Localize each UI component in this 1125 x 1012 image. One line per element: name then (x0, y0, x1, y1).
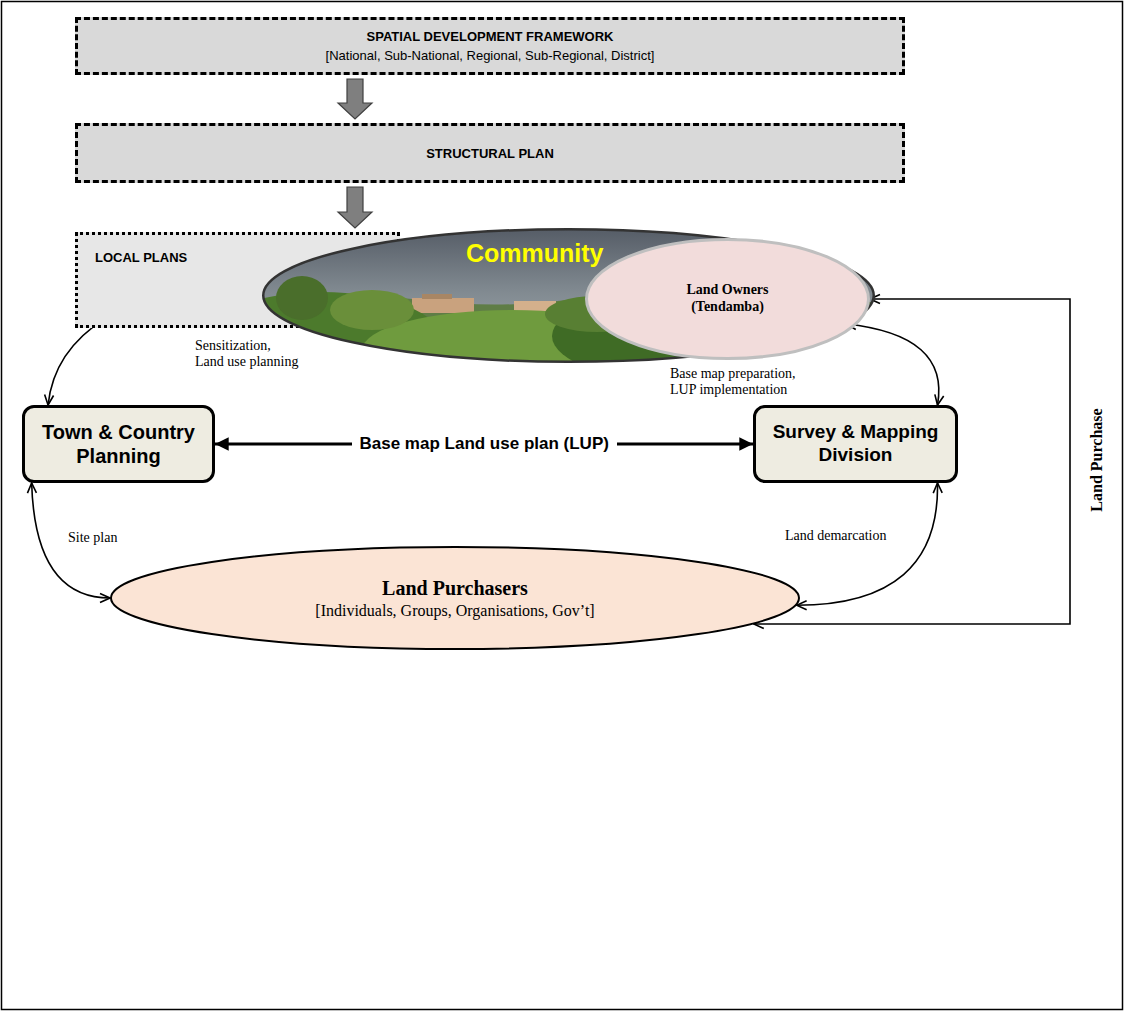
block-arrow (338, 187, 372, 228)
edge-label: Land Purchase (1087, 408, 1105, 511)
ellipse-outline (111, 547, 799, 649)
ellipse-title: Land Purchasers (382, 577, 528, 600)
agency-box: Survey & Mapping Division (753, 405, 958, 483)
agency-box: Town & Country Planning (22, 405, 215, 483)
photo-tree (330, 290, 414, 330)
band-title: STRUCTURAL PLAN (426, 146, 554, 161)
edge-label: Base map Land use plan (LUP) (352, 433, 617, 455)
ellipse-outline (587, 240, 869, 359)
edge-label: Land demarcation (785, 528, 886, 544)
ellipse-subtitle: [Individuals, Groups, Organisations, Gov… (315, 602, 594, 620)
photo-tree (276, 276, 328, 320)
ellipse-outline (263, 229, 874, 362)
edge-label: Base map preparation, LUP implementation (670, 366, 800, 398)
photo-building-roof (422, 294, 452, 299)
community-photo (202, 228, 875, 390)
edge-label: Site plan (68, 530, 117, 546)
curved-arrow (846, 324, 939, 405)
box-title: Survey & Mapping Division (764, 421, 947, 467)
photo-building (412, 298, 474, 313)
curved-arrow (797, 483, 938, 605)
ellipse-title: Land Owners (Tendamba) (678, 282, 778, 316)
structural-plan-band: STRUCTURAL PLAN (75, 123, 905, 183)
band-subtitle: [National, Sub-National, Regional, Sub-R… (326, 48, 655, 63)
box-title: Town & Country Planning (33, 420, 204, 468)
band-title: SPATIAL DEVELOPMENT FRAMEWORK (367, 29, 614, 44)
land-owners-ellipse: Land Owners (Tendamba) (585, 238, 870, 360)
ellipse-title: Community (466, 238, 604, 268)
block-arrow (338, 79, 372, 119)
community-ellipse: CommunityLand Owners (Tendamba) (262, 228, 875, 363)
framework-band: SPATIAL DEVELOPMENT FRAMEWORK [National, … (75, 17, 905, 75)
box-title: LOCAL PLANS (95, 250, 397, 265)
purchasers-ellipse: Land Purchasers [Individuals, Groups, Org… (110, 546, 800, 650)
edge-label: Sensitization, Land use planning (195, 338, 300, 370)
